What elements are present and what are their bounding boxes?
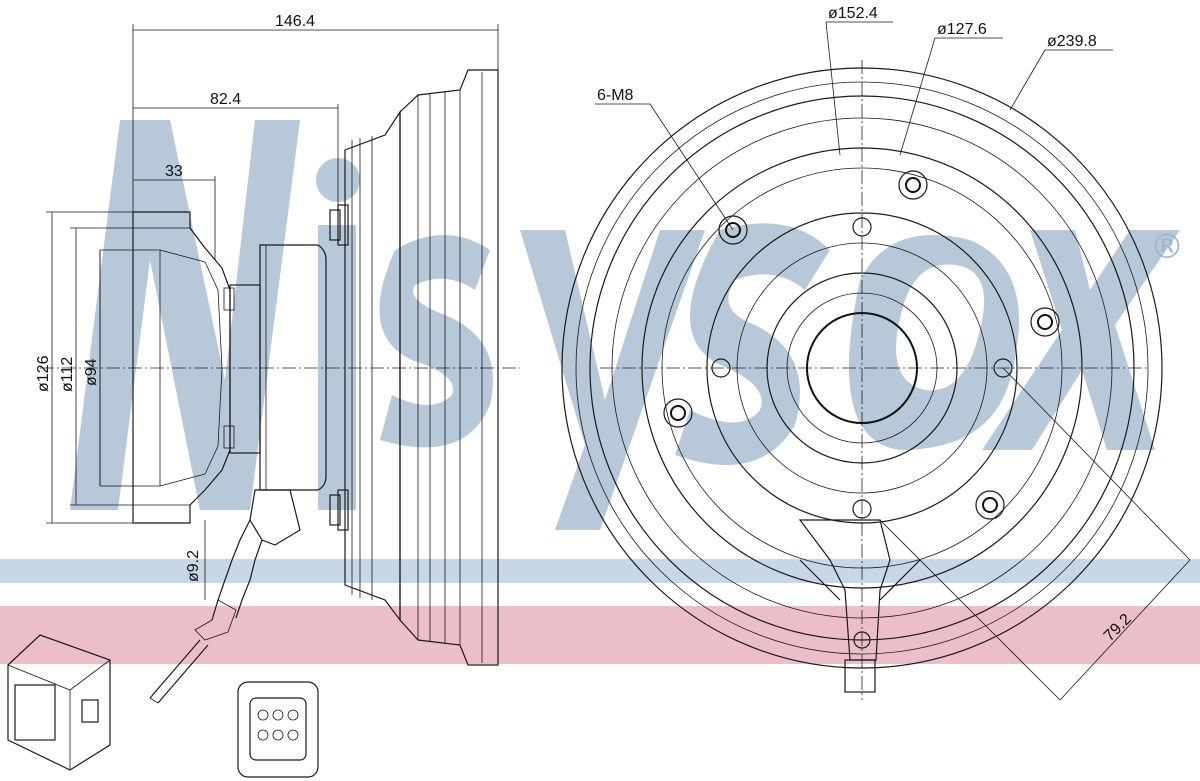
front-view [561, 60, 1163, 700]
dim-dia-9-2: ø9.2 [185, 550, 202, 582]
dim-hub-length: 82.4 [210, 91, 241, 108]
dim-dia-112: ø112 [59, 357, 76, 392]
dimension-lines [46, 21, 1191, 701]
registered-mark: ® [1150, 227, 1184, 267]
connector-3d [7, 634, 111, 771]
side-view [40, 69, 520, 704]
connector-front [237, 681, 319, 778]
dim-flange-length: 33 [165, 163, 183, 180]
dim-dia-94: ø94 [83, 358, 100, 386]
bolt-holes [663, 170, 1060, 520]
dim-dia-152-4: ø152.4 [828, 5, 878, 22]
watermark-logo: ® [70, 120, 1184, 530]
dim-bolt-holes: 6-M8 [597, 87, 634, 104]
dim-dia-127-6: ø127.6 [937, 21, 987, 38]
dim-dia-239-8: ø239.8 [1047, 33, 1097, 50]
dim-dia-126: ø126 [35, 355, 52, 392]
watermark-band-pink [0, 606, 1200, 664]
dim-overall-length: 146.4 [275, 13, 315, 30]
watermark-band-blue [0, 559, 1200, 583]
